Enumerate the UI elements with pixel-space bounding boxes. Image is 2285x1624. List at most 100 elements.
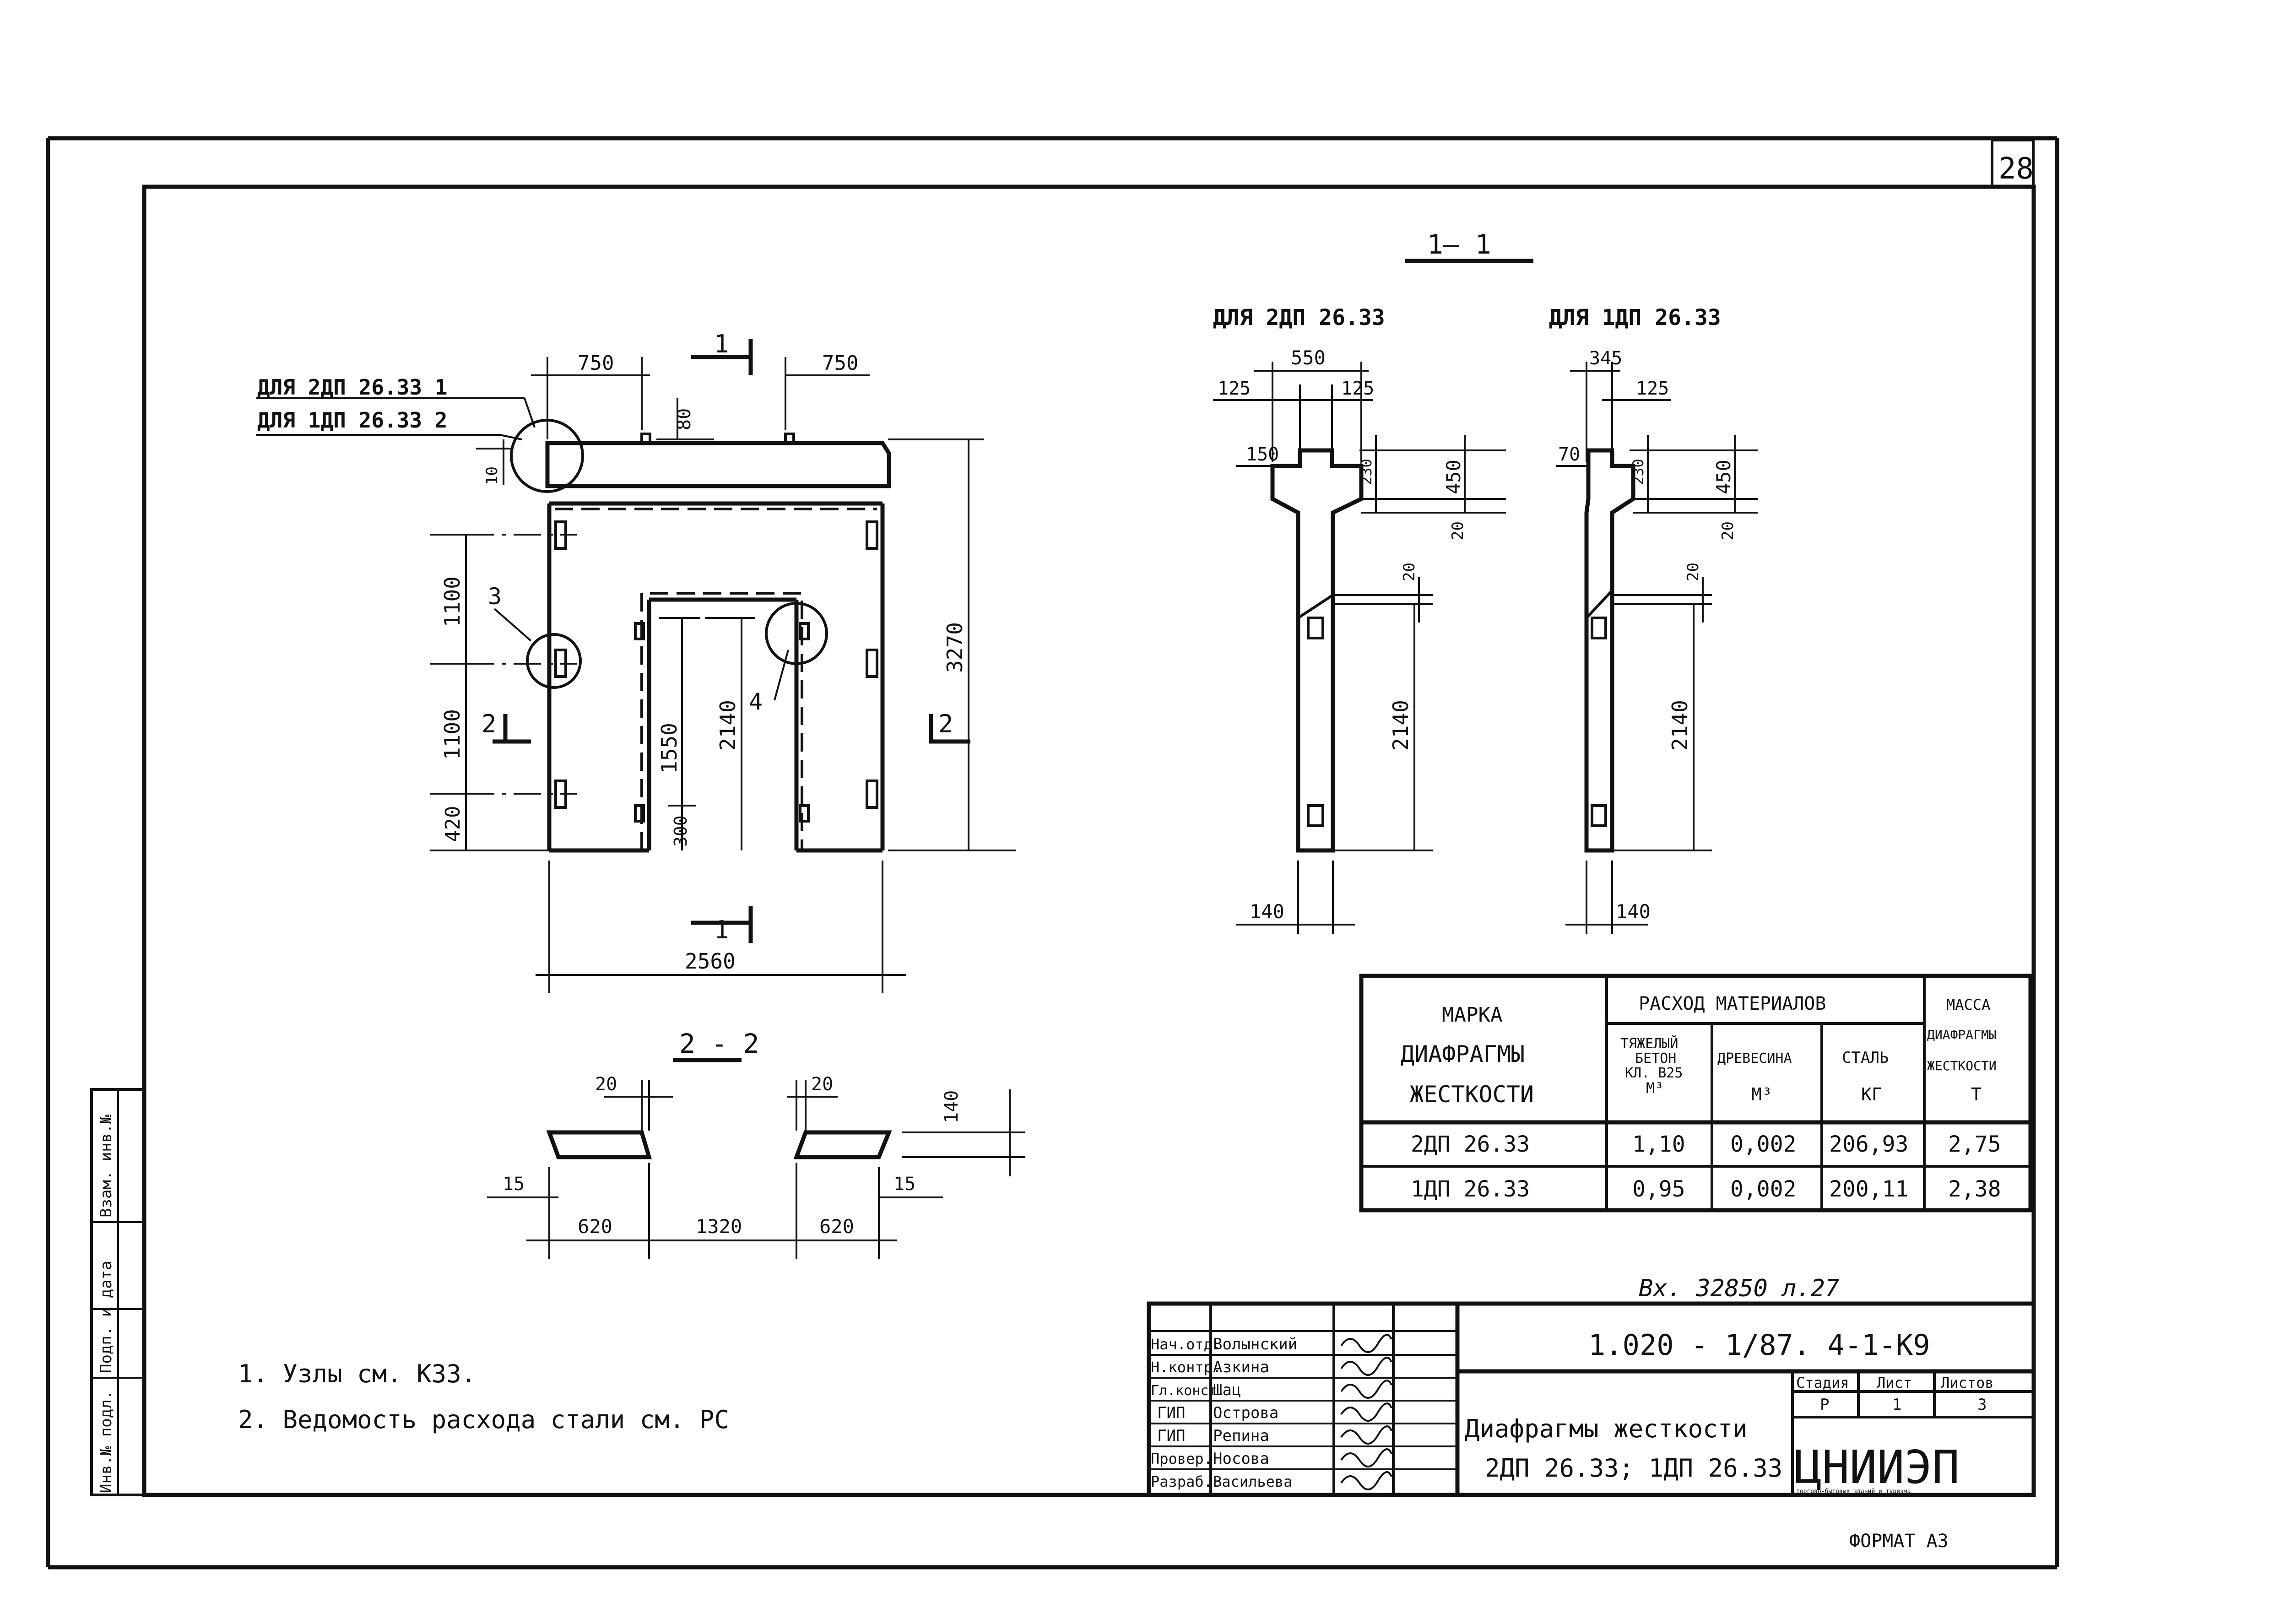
dim-15-left: 15 [503,1174,525,1195]
sheets-value: 3 [1977,1396,1987,1414]
sheet-label: Лист [1877,1374,1912,1391]
materials-table [1359,974,2033,1213]
dim-20b-1dp: 20 [1684,563,1702,581]
label-section-1dp: ДЛЯ 1ДП 26.33 [1549,305,1721,330]
dim-750-left: 750 [578,352,614,375]
dim-1550: 1550 [657,723,682,774]
section-2-2-title: 2 - 2 [679,1028,759,1059]
signatures [1340,1334,1392,1490]
dim-2560: 2560 [685,949,736,974]
role-7: Разраб. [1151,1473,1213,1490]
th-concrete-unit: М³ [1646,1079,1664,1097]
th-mark-1: МАРКА [1442,1003,1502,1027]
th-mark-2: ДИАФРАГМЫ [1401,1041,1525,1067]
th-steel-unit: КГ [1861,1084,1882,1104]
dim-150: 150 [1246,444,1279,465]
dim-550: 550 [1291,346,1326,369]
role-4: ГИП [1157,1404,1185,1422]
dim-140-1dp: 140 [1616,900,1651,923]
name-1: Волынский [1213,1335,1297,1353]
row-2-steel: 200,11 [1829,1176,1908,1202]
doc-title-1: Диафрагмы жесткости [1465,1414,1748,1443]
label-for-2dp: ДЛЯ 2ДП 26.33 1 [257,375,447,400]
dim-420: 420 [441,806,465,842]
th-wood: ДРЕВЕСИНА [1717,1050,1792,1066]
th-wood-unit: М³ [1751,1084,1772,1104]
name-3: Шац [1213,1381,1241,1399]
main-elevation [256,397,891,853]
dim-140-22: 140 [941,1090,962,1123]
th-consumption: РАСХОД МАТЕРИАЛОВ [1639,993,1826,1014]
name-2: Азкина [1213,1358,1269,1376]
section-2-2 [487,1058,1025,1259]
row-2-wood: 0,002 [1730,1176,1797,1202]
dim-2140-2dp: 2140 [1388,700,1413,751]
row-1-mark: 2ДП 26.33 [1411,1131,1530,1157]
dim-20a-2dp: 20 [1449,521,1467,540]
stage-label: Стадия [1796,1374,1849,1391]
org-logo: ЦНИИЭП [1794,1440,1960,1494]
row-2-mark: 1ДП 26.33 [1411,1176,1530,1202]
row-1-wood: 0,002 [1730,1131,1797,1157]
stamp-inv-podl: Инв.№ подл. [97,1390,115,1493]
section-markers [493,339,970,943]
th-mass-1: МАССА [1946,996,1990,1013]
name-7: Васильева [1213,1473,1292,1490]
side-stamp [90,1088,146,1496]
doc-title-2: 2ДП 26.33; 1ДП 26.33 [1485,1454,1782,1483]
stamp-vzam-inv: Взам. инв.№ [97,1114,115,1218]
title-block [1147,1301,2036,1497]
row-1-concrete: 1,10 [1632,1131,1685,1157]
name-5: Репина [1213,1427,1269,1445]
section-1-1-title: 1— 1 [1427,229,1491,260]
dim-2140-main: 2140 [715,700,740,751]
section-1-1 [1213,259,1758,934]
th-mark-3: ЖЕСТКОСТИ [1410,1081,1534,1108]
dim-2140-1dp: 2140 [1668,700,1692,751]
dim-125-right: 125 [1341,378,1374,399]
section-mark-1-bottom: 1 [714,915,729,944]
dim-70: 70 [1558,444,1580,465]
role-2: Н.контр. [1151,1359,1221,1376]
stage-value: Р [1820,1396,1829,1414]
dim-80: 80 [674,408,695,430]
dim-450-2dp: 450 [1442,460,1465,494]
org-subtitle: торгово-бытовых зданий и туризма [1796,1488,1911,1495]
sheet-frame [46,136,2059,1570]
sheets-label: Листов [1941,1374,1994,1391]
role-1: Нач.отд. [1151,1336,1221,1353]
dim-345: 345 [1589,348,1622,369]
dim-1100-upper: 1100 [440,576,465,627]
row-2-mass: 2,38 [1948,1176,2001,1202]
dim-20-right-22: 20 [811,1074,833,1095]
row-2-concrete: 0,95 [1632,1176,1685,1202]
role-5: ГИП [1157,1427,1185,1445]
dim-1320: 1320 [696,1215,742,1238]
th-mass-unit: Т [1971,1084,1982,1104]
name-6: Носова [1213,1450,1269,1468]
th-concrete-3: КЛ. В25 [1625,1065,1683,1081]
callout-3: 3 [488,583,502,610]
dim-20a-1dp: 20 [1719,521,1737,540]
main-dimensions [430,357,1016,993]
sheet-number: 28 [1998,152,2034,186]
th-mass-3: ЖЕСТКОСТИ [1927,1058,1997,1073]
dim-620-left: 620 [578,1215,612,1238]
name-4: Острова [1213,1404,1278,1422]
doc-code: 1.020 - 1/87. 4-1-К9 [1588,1328,1930,1362]
dim-10: 10 [483,466,501,485]
role-6: Провер. [1151,1450,1213,1467]
dim-125-1dp: 125 [1636,378,1669,399]
dim-15-right: 15 [893,1174,915,1195]
row-1-steel: 206,93 [1829,1131,1908,1157]
section-mark-1-top: 1 [714,330,729,358]
th-steel: СТАЛЬ [1842,1049,1889,1067]
dim-3270: 3270 [942,622,967,673]
format-label: ФОРМАТ А3 [1849,1531,1949,1552]
th-mass-2: ДИАФРАГМЫ [1927,1027,1997,1042]
incoming-number: Вх. 32850 л.27 [1639,1275,1839,1302]
dim-620-right: 620 [819,1215,854,1238]
label-for-1dp: ДЛЯ 1ДП 26.33 2 [257,408,447,433]
dim-1100-lower: 1100 [440,709,465,760]
